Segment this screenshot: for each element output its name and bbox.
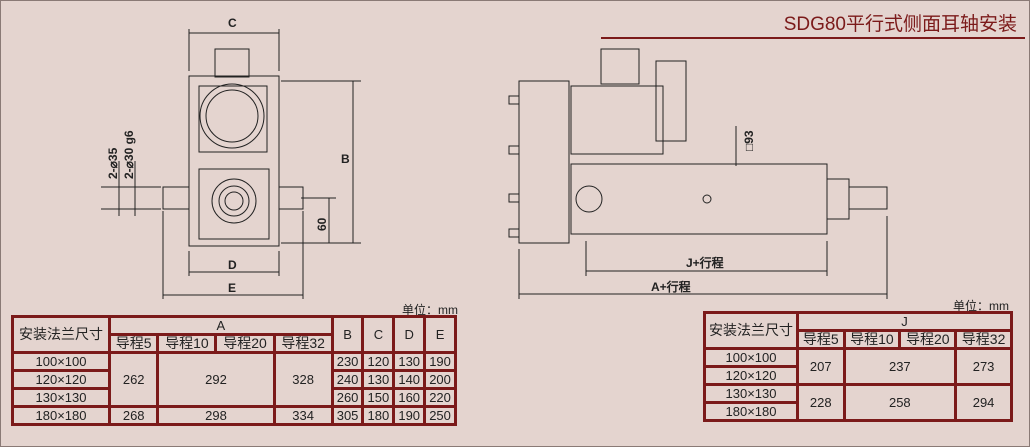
- e-cell: 250: [423, 405, 457, 426]
- dim-dia30: 2-⌀30 g6: [122, 130, 136, 179]
- j-cell: 237: [842, 347, 958, 386]
- j-cell: 294: [954, 383, 1013, 422]
- dim-j-stroke: J+行程: [686, 255, 724, 270]
- header-lead: 导程20: [214, 333, 276, 354]
- side-view: [508, 48, 888, 299]
- e-cell: 200: [423, 369, 457, 390]
- c-cell: 120: [361, 351, 396, 372]
- c-cell: 180: [361, 405, 396, 426]
- j-cell: 273: [954, 347, 1013, 386]
- a-cell: 334: [272, 405, 334, 426]
- page-title: SDG80平行式侧面耳轴安装: [783, 14, 1017, 35]
- j-cell: 228: [796, 383, 846, 422]
- technical-drawing: C B D E 2-⌀35 2-⌀30 g6 60 □93 J+行程 A+行程: [101, 16, 888, 299]
- j-cell: 258: [842, 383, 958, 422]
- e-cell: 190: [423, 351, 457, 372]
- b-cell: 230: [330, 351, 365, 372]
- unit-label-left: 单位：mm: [402, 303, 458, 317]
- size-cell: 130×130: [703, 383, 799, 404]
- dim-c: C: [228, 16, 237, 30]
- header-lead: 导程5: [796, 329, 846, 350]
- header-lead: 导程32: [954, 329, 1013, 350]
- c-cell: 150: [361, 387, 396, 408]
- d-cell: 160: [392, 387, 427, 408]
- a-cell: 262: [107, 351, 160, 408]
- dim-a-stroke: A+行程: [651, 279, 691, 294]
- size-cell: 100×100: [11, 351, 111, 372]
- header-d: D: [392, 315, 427, 354]
- title-divider: [601, 37, 1025, 39]
- b-cell: 260: [330, 387, 365, 408]
- header-lead: 导程10: [842, 329, 902, 350]
- d-cell: 190: [392, 405, 427, 426]
- d-cell: 130: [392, 351, 427, 372]
- front-view: [101, 29, 361, 299]
- d-cell: 140: [392, 369, 427, 390]
- dim-e: E: [228, 281, 236, 295]
- a-cell: 292: [156, 351, 276, 408]
- table-row: 180×180: [703, 401, 1012, 422]
- header-lead: 导程20: [898, 329, 958, 350]
- size-cell: 130×130: [11, 387, 111, 408]
- header-flange: 安装法兰尺寸: [11, 315, 111, 354]
- dim-dia35: 2-⌀35: [106, 147, 120, 179]
- dim-93: □93: [742, 130, 756, 151]
- c-cell: 130: [361, 369, 396, 390]
- header-e: E: [423, 315, 457, 354]
- header-a: A: [108, 315, 334, 336]
- size-cell: 120×120: [703, 365, 799, 386]
- unit-label-right: 单位：mm: [953, 299, 1009, 313]
- a-cell: 298: [156, 405, 276, 426]
- header-j: J: [796, 311, 1013, 332]
- size-cell: 180×180: [11, 405, 111, 426]
- a-cell: 328: [272, 351, 334, 408]
- header-flange: 安装法兰尺寸: [703, 311, 799, 350]
- header-lead: 导程10: [156, 333, 218, 354]
- dim-60: 60: [315, 217, 329, 231]
- dim-b: B: [341, 152, 350, 166]
- header-c: C: [361, 315, 396, 354]
- a-cell: 268: [107, 405, 160, 426]
- size-cell: 180×180: [703, 401, 799, 422]
- j-cell: 207: [796, 347, 846, 386]
- b-cell: 305: [330, 405, 365, 426]
- header-lead: 导程5: [107, 333, 160, 354]
- header-lead: 导程32: [272, 333, 334, 354]
- size-cell: 100×100: [703, 347, 799, 368]
- dim-d: D: [228, 258, 237, 272]
- size-cell: 120×120: [11, 369, 111, 390]
- b-cell: 240: [330, 369, 365, 390]
- e-cell: 220: [423, 387, 457, 408]
- table-row: 120×120: [703, 365, 1012, 386]
- header-b: B: [330, 315, 365, 354]
